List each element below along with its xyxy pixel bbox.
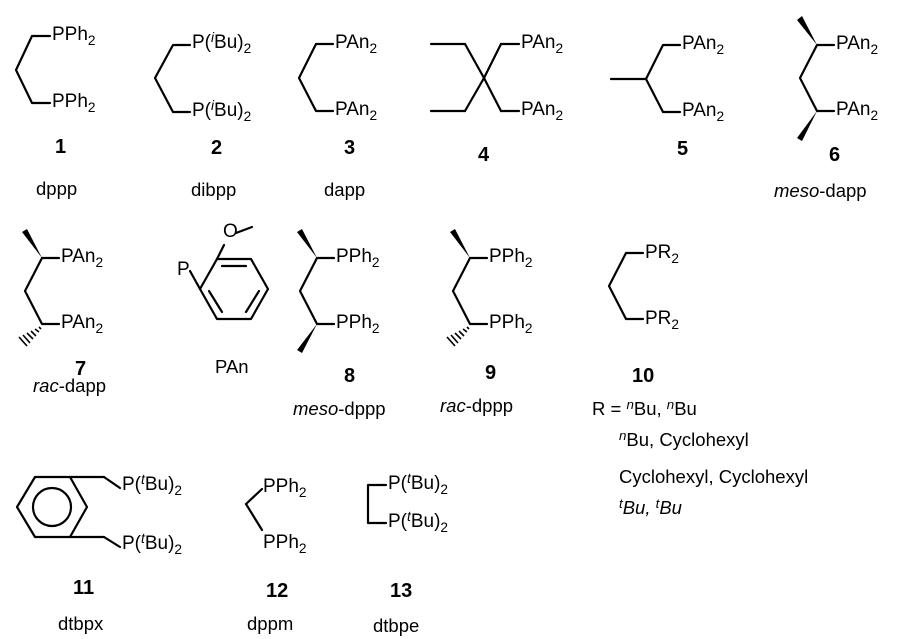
compound-number-7: 7 [75, 358, 87, 380]
structure-3-bonds [297, 42, 335, 113]
phosphine-label: PPh2 [52, 91, 96, 115]
compound-number-3: 3 [344, 137, 356, 159]
compound-number-4: 4 [478, 144, 490, 166]
phosphine-label: P(iBu)2 [192, 29, 252, 56]
phosphine-label: PAn2 [521, 99, 564, 123]
phosphine-label: P(tBu)2 [388, 508, 448, 535]
hashed-bond [446, 326, 470, 347]
structure-7-bonds [18, 229, 61, 347]
structure-6-bonds [797, 16, 836, 141]
compound-name-7: rac-dapp [33, 375, 107, 396]
phosphine-label: PAn2 [682, 100, 725, 124]
compound-name-6: meso-dapp [774, 180, 867, 201]
phosphine-label: PPh2 [336, 312, 380, 336]
r-group-line-4: tBu, tBu [619, 496, 682, 518]
phosphine-label: PAn2 [521, 32, 564, 56]
phosphine-label: PPh2 [263, 532, 307, 556]
structure-5-bonds [609, 43, 682, 114]
structure-11-bonds [15, 475, 122, 549]
hashed-bond [18, 326, 42, 347]
compound-number-8: 8 [344, 365, 356, 387]
r-group-line-1: R = nBu, nBu [592, 397, 697, 419]
compound-name-11: dtbpx [58, 613, 104, 634]
phosphine-label: PPh2 [489, 312, 533, 336]
phosphine-label: PAn2 [61, 246, 104, 270]
phosphine-label: PR2 [645, 242, 680, 266]
phosphine-label: PPh2 [263, 476, 307, 500]
structure-10-bonds [607, 251, 645, 321]
phosphine-label: P(tBu)2 [388, 470, 448, 497]
structure-pan-bonds [188, 225, 270, 321]
anisyl-label: PAn [215, 356, 249, 377]
compound-number-11: 11 [73, 577, 95, 599]
phosphine-label: PAn2 [61, 312, 104, 336]
phosphine-label: PPh2 [52, 24, 96, 48]
compound-number-1: 1 [55, 136, 67, 158]
structure-9-bonds [446, 229, 489, 347]
structure-1-bonds [14, 34, 52, 105]
phosphine-label: PR2 [645, 308, 680, 332]
phosphorus-atom: P [177, 259, 190, 280]
oxygen-atom: O [223, 221, 238, 242]
compound-name-13: dtbpe [373, 615, 420, 636]
r-group-line-2: nBu, Cyclohexyl [619, 428, 749, 450]
structure-2-bonds [153, 43, 192, 114]
structure-13-bonds [366, 483, 388, 525]
phosphine-label: PPh2 [489, 246, 533, 270]
phosphine-label: PAn2 [682, 33, 725, 57]
compound-number-5: 5 [677, 138, 689, 160]
compound-name-1: dppp [36, 178, 78, 199]
compound-name-8: meso-dppp [293, 398, 386, 419]
phosphine-label: PAn2 [836, 33, 879, 57]
compound-number-12: 12 [266, 580, 289, 602]
compound-number-9: 9 [485, 362, 497, 384]
compound-number-6: 6 [829, 144, 841, 166]
r-group-line-3: Cyclohexyl, Cyclohexyl [619, 466, 809, 487]
structure-4-bonds [429, 42, 521, 113]
compound-name-3: dapp [324, 179, 366, 200]
compound-number-13: 13 [390, 580, 413, 602]
structure-8-bonds [297, 229, 336, 353]
compound-name-12: dppm [247, 613, 294, 634]
phosphine-label: PAn2 [335, 32, 378, 56]
structure-12-bonds [244, 487, 264, 532]
compound-number-2: 2 [211, 137, 223, 159]
phosphine-label: PAn2 [335, 99, 378, 123]
phosphine-label: PPh2 [336, 246, 380, 270]
compound-number-10: 10 [632, 365, 655, 387]
phosphine-label: P(iBu)2 [192, 97, 252, 124]
phosphine-label: P(tBu)2 [122, 530, 182, 557]
phosphine-label: P(tBu)2 [122, 471, 182, 498]
compound-name-9: rac-dppp [440, 395, 514, 416]
compound-name-2: dibpp [191, 179, 237, 200]
phosphine-label: PAn2 [836, 99, 879, 123]
